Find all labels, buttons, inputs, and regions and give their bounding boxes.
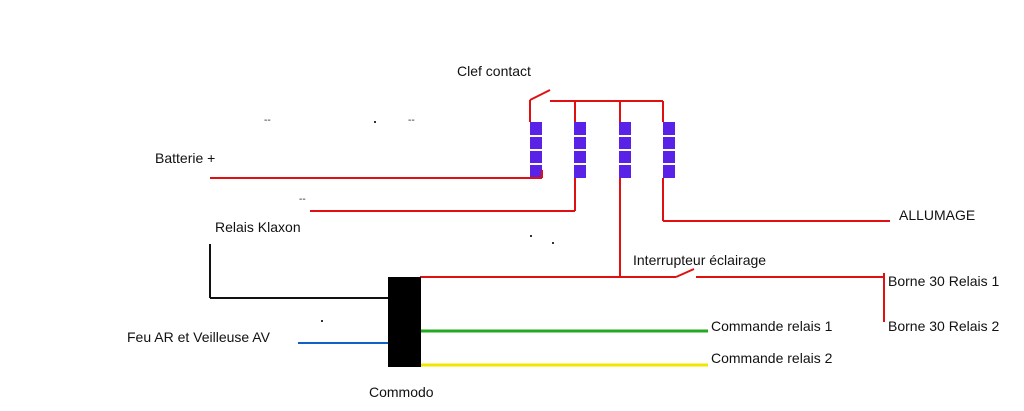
commodo-block: [388, 277, 421, 367]
clef-contact-label: Clef contact: [457, 63, 531, 79]
coil-3: [619, 122, 631, 178]
coil-4: [663, 122, 675, 178]
commande1-label: Commande relais 1: [711, 318, 833, 334]
battery-wire: [210, 170, 543, 179]
commande2-label: Commande relais 2: [711, 350, 833, 366]
klaxon-black-wire: [209, 244, 388, 299]
borne1-label: Borne 30 Relais 1: [888, 273, 1000, 289]
allumage-wire: [662, 178, 890, 222]
lighting-wire: [420, 178, 885, 322]
coil-2: [574, 122, 586, 178]
relais-klaxon-label: Relais Klaxon: [215, 219, 301, 235]
coil-1: [530, 122, 542, 178]
stray-dot-4: [321, 320, 323, 322]
interrupteur-label: Interrupteur éclairage: [633, 252, 767, 268]
stray-dash-3: --: [299, 194, 306, 205]
key-switch: [529, 89, 663, 122]
commodo-label: Commodo: [369, 384, 434, 400]
bus-drops: [574, 101, 664, 122]
klaxon-wire: [310, 178, 576, 212]
feu-ar-label: Feu AR et Veilleuse AV: [127, 329, 270, 345]
borne2-label: Borne 30 Relais 2: [888, 318, 1000, 334]
stray-dot-1: [374, 121, 376, 123]
batterie-label: Batterie +: [155, 150, 216, 166]
stray-dot-3: [552, 242, 554, 244]
stray-dash-2: --: [408, 115, 415, 126]
stray-dot-2: [530, 235, 532, 237]
stray-dash-1: --: [264, 115, 271, 126]
allumage-label: ALLUMAGE: [899, 207, 976, 223]
